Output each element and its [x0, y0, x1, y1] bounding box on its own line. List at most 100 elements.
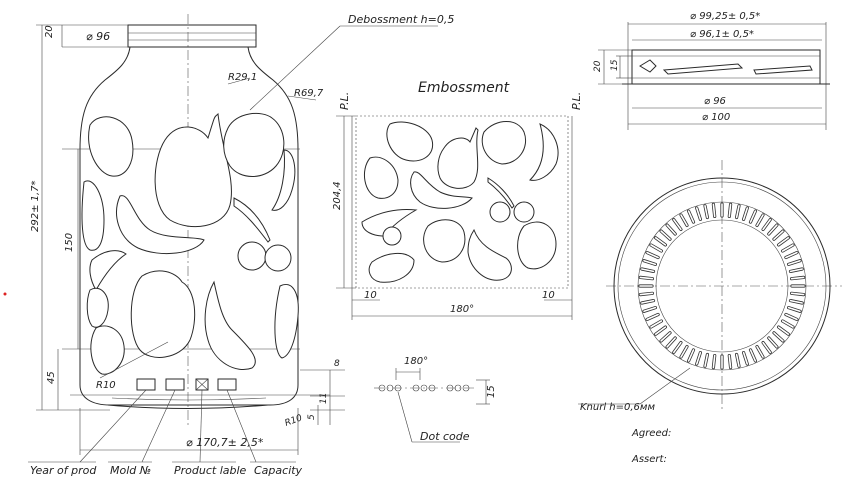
embossment-width-label: 180°: [450, 304, 474, 315]
knurl-mark-inner: [640, 268, 655, 273]
knurl-mark-inner: [790, 276, 805, 280]
base-step-11: 11: [319, 393, 329, 404]
finish-height-15: 15: [610, 59, 620, 71]
knurl-mark-inner: [790, 292, 805, 296]
bottom-height-label: 45: [46, 371, 57, 384]
knurl-mark-inner: [785, 313, 798, 321]
embossment-title: Embossment: [418, 80, 510, 96]
knurl-mark-inner: [712, 354, 716, 369]
capacity-box: [217, 378, 237, 391]
finish-detail-view: [598, 22, 830, 130]
base-step-5: 5: [307, 414, 317, 420]
knurl-mark-inner: [704, 205, 709, 219]
total-height-label: 292± 1,7*: [30, 180, 41, 232]
knurl-mark-inner: [773, 331, 784, 342]
knurl-mark-inner: [735, 205, 740, 219]
body-height-label: 150: [64, 233, 75, 252]
embossment-margin-right: 10: [542, 290, 555, 301]
knurl-mark-inner: [777, 237, 790, 246]
finish-outer-diameter: ⌀ 99,25± 0,5*: [690, 11, 760, 22]
knurl-mark-inner: [687, 349, 695, 362]
knurl-mark-inner: [777, 326, 790, 336]
radius-top-left: R29,1: [228, 72, 257, 83]
knurl-marks: [638, 202, 806, 370]
base-diameter-label: ⌀ 170,7± 2,5*: [186, 436, 264, 449]
knurl-mark-inner: [728, 354, 732, 369]
knurl-mark-inner: [660, 230, 671, 240]
dot-code-height: 15: [486, 385, 497, 398]
embossment-layout: [336, 115, 573, 320]
knurl-mark-inner: [787, 259, 801, 266]
knurl-mark-inner: [672, 341, 682, 354]
knurl-mark-inner: [767, 224, 778, 235]
knurl-mark-inner: [781, 320, 794, 328]
knurl-mark-inner: [643, 306, 657, 313]
bottom-view: [578, 160, 842, 412]
neck-diameter-label: ⌀ 96: [86, 30, 110, 43]
debossment-label: Debossment h=0,5: [348, 13, 454, 26]
knurl-mark-inner: [672, 218, 682, 231]
knurl-mark-inner: [643, 259, 657, 266]
knurl-mark-inner: [756, 214, 764, 227]
dot-code-diagram: [374, 368, 490, 443]
finish-thread-diameter: ⌀ 96,1± 0,5*: [690, 29, 754, 40]
knurl-mark-inner: [787, 306, 801, 313]
knurl-mark-inner: [695, 207, 702, 221]
base-step-8: 8: [334, 359, 340, 369]
knurl-mark-inner: [680, 214, 688, 227]
pl-right-label: P.L.: [570, 92, 583, 110]
assert-label: Assert:: [631, 454, 667, 465]
knurl-mark-inner: [650, 320, 663, 328]
neck-height-label: 20: [44, 25, 55, 38]
knurl-mark-inner: [773, 230, 784, 240]
knurl-mark-inner: [704, 353, 709, 368]
knurl-mark-inner: [666, 224, 677, 235]
dot-code-label: Dot code: [420, 430, 470, 443]
capacity-label: Capacity: [254, 464, 303, 477]
mold-box: [165, 378, 185, 391]
knurl-mark-inner: [712, 203, 716, 218]
finish-inner-diameter: ⌀ 96: [704, 96, 726, 107]
dot-code-angle: 180°: [404, 356, 428, 367]
pl-left-label: P.L.: [338, 92, 351, 110]
knurl-mark-inner: [735, 353, 740, 368]
knurl-mark-inner: [639, 276, 654, 280]
knurl-mark-inner: [762, 341, 772, 354]
knurl-mark-inner: [785, 251, 798, 259]
knurl-mark-inner: [654, 326, 667, 336]
knurl-mark-inner: [781, 244, 794, 252]
knurl-mark-inner: [680, 345, 688, 358]
mold-number-label: Mold №: [110, 464, 151, 477]
knurl-mark-inner: [728, 203, 732, 218]
knurl-mark-inner: [695, 351, 702, 365]
embossment-margin-left: 10: [364, 290, 377, 301]
knurl-mark-inner: [742, 207, 749, 221]
radius-bottom: R10: [96, 380, 116, 391]
knurl-mark-inner: [789, 299, 804, 304]
knurl-mark-inner: [639, 292, 654, 296]
radius-heel: R10: [284, 413, 304, 429]
knurl-mark-inner: [687, 210, 695, 223]
knurl-mark-inner: [666, 337, 677, 348]
knurl-mark-inner: [756, 345, 764, 358]
agreed-label: Agreed:: [631, 428, 671, 439]
knurl-mark-inner: [640, 299, 655, 304]
knurl-mark-inner: [749, 210, 757, 223]
jar-front-view: [28, 14, 438, 463]
knurl-mark-inner: [767, 337, 778, 348]
knurl-mark-inner: [646, 313, 659, 321]
year-box: [136, 378, 156, 391]
knurl-mark-inner: [749, 349, 757, 362]
knurl-mark-inner: [742, 351, 749, 365]
radius-top-right: R69,7: [294, 88, 324, 99]
knurl-mark-inner: [646, 251, 659, 259]
embossment-height-label: 204,4: [332, 181, 343, 210]
knurl-mark-inner: [789, 268, 804, 273]
knurl-mark-inner: [650, 244, 663, 252]
knurl-mark-inner: [660, 331, 671, 342]
finish-flange-diameter: ⌀ 100: [702, 112, 730, 123]
knurl-mark-inner: [762, 218, 772, 231]
knurl-label: Knurl h=0,6мм: [580, 402, 655, 413]
year-of-prod-label: Year of prod: [30, 464, 97, 477]
